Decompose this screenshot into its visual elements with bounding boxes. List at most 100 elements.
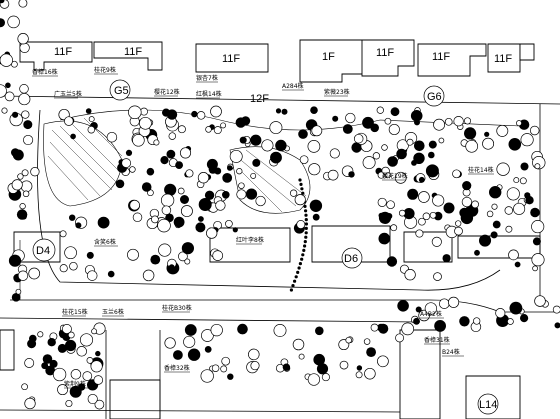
tree-symbol — [227, 165, 233, 171]
tree-symbol — [294, 194, 306, 206]
tree-symbol — [332, 115, 339, 122]
tree-symbol — [201, 329, 214, 342]
tree-symbol — [433, 118, 446, 131]
tree-symbol — [215, 200, 226, 211]
zone-markers: G5 G6 D4 D6 L14 — [32, 79, 499, 415]
svg-text:广玉兰5株: 广玉兰5株 — [54, 90, 82, 98]
road-edges — [0, 95, 560, 419]
tree-symbol — [378, 232, 391, 245]
tree-symbol — [236, 168, 243, 175]
tree-symbol — [425, 164, 439, 178]
plant-tag: 紫荆9株 — [64, 380, 88, 389]
tree-symbol — [381, 144, 388, 151]
plant-tag: 樱花19株 — [382, 172, 408, 181]
tree-symbol — [464, 127, 477, 140]
tree-symbol — [178, 251, 188, 262]
tree-symbol — [384, 117, 392, 125]
tree-symbol — [431, 236, 442, 247]
tree-symbol — [184, 258, 191, 265]
svg-text:G5: G5 — [114, 85, 129, 97]
tree-symbol — [377, 197, 387, 207]
tree-symbol — [309, 199, 323, 212]
tree-symbol — [308, 163, 321, 176]
tree-symbol — [282, 363, 291, 371]
plant-tag: 紫薇23株 — [324, 88, 350, 97]
building-label-1f: 1F — [322, 51, 335, 63]
tree-symbol — [486, 210, 494, 218]
tree-symbol — [298, 129, 308, 139]
plant-tag: 玉兰6株 — [102, 308, 124, 317]
tree-symbol — [532, 265, 538, 272]
tree-symbol — [307, 140, 321, 153]
tree-symbol — [388, 123, 400, 136]
tree-symbol — [125, 149, 133, 156]
tree-symbol — [198, 216, 204, 222]
stepping-stone — [291, 284, 295, 288]
tree-symbol — [221, 356, 231, 366]
tree-symbol — [86, 270, 98, 281]
tree-symbol — [513, 177, 520, 184]
tree-symbol — [211, 364, 220, 372]
stepping-stone — [289, 288, 293, 292]
tree-symbol — [492, 220, 501, 229]
tree-symbol — [195, 222, 206, 233]
tree-symbol — [65, 399, 73, 408]
tree-symbol — [370, 123, 380, 133]
tree-symbol — [398, 209, 406, 217]
tree-symbol — [509, 301, 523, 315]
stepping-stone — [302, 248, 306, 252]
stepping-stone — [304, 209, 308, 213]
tree-symbol — [95, 350, 101, 357]
svg-text:B24株: B24株 — [442, 348, 460, 356]
tree-symbol — [443, 202, 455, 214]
svg-text:桂花B30株: 桂花B30株 — [162, 304, 192, 312]
tree-symbol — [206, 158, 218, 170]
tree-symbol — [418, 176, 425, 183]
tree-symbol — [311, 125, 323, 137]
tree-symbol — [269, 121, 283, 135]
tree-symbol — [310, 106, 318, 114]
tree-symbol — [173, 216, 185, 228]
tree-symbol — [292, 338, 305, 351]
tree-symbol — [94, 399, 105, 410]
plant-tag: 含笑6株 — [94, 238, 118, 247]
tree-symbol — [132, 134, 145, 147]
tree-symbol — [160, 156, 169, 165]
svg-text:香樟16株: 香樟16株 — [32, 68, 58, 76]
tree-symbol — [166, 149, 176, 159]
zone-marker-d6: D6 — [341, 247, 363, 269]
tree-symbol — [197, 172, 210, 184]
tree-symbol — [76, 346, 87, 357]
tree-symbol — [166, 109, 178, 120]
tree-symbol — [157, 218, 171, 233]
tree-symbol — [235, 117, 246, 128]
tree-symbol — [17, 173, 24, 180]
tree-symbol — [180, 205, 193, 218]
tree-symbol — [454, 226, 463, 236]
tree-symbol — [448, 296, 460, 308]
tree-symbol — [461, 196, 473, 208]
tree-symbol — [49, 359, 58, 368]
tree-symbol — [508, 249, 519, 261]
tree-symbol — [91, 328, 98, 335]
tree-symbol — [313, 353, 326, 366]
tree-symbol — [506, 187, 520, 201]
tree-symbol — [12, 111, 19, 118]
tree-symbol — [11, 179, 23, 191]
tree-symbol — [129, 166, 136, 173]
tree-symbol — [70, 369, 82, 380]
tree-symbol — [129, 199, 140, 211]
tree-symbol — [386, 256, 398, 267]
tree-symbol — [397, 300, 409, 312]
tree-symbol — [530, 207, 540, 218]
tree-symbol — [345, 112, 356, 124]
tree-symbol — [47, 338, 56, 347]
tree-symbol — [206, 227, 218, 239]
tree-symbol — [377, 355, 389, 368]
tree-symbol — [18, 93, 31, 106]
tree-symbol — [61, 324, 72, 334]
plant-tag: 香樟32株 — [164, 364, 190, 373]
tree-symbol — [161, 205, 172, 215]
tree-symbol — [21, 383, 28, 391]
plant-tag: 樱花12株 — [154, 88, 180, 97]
